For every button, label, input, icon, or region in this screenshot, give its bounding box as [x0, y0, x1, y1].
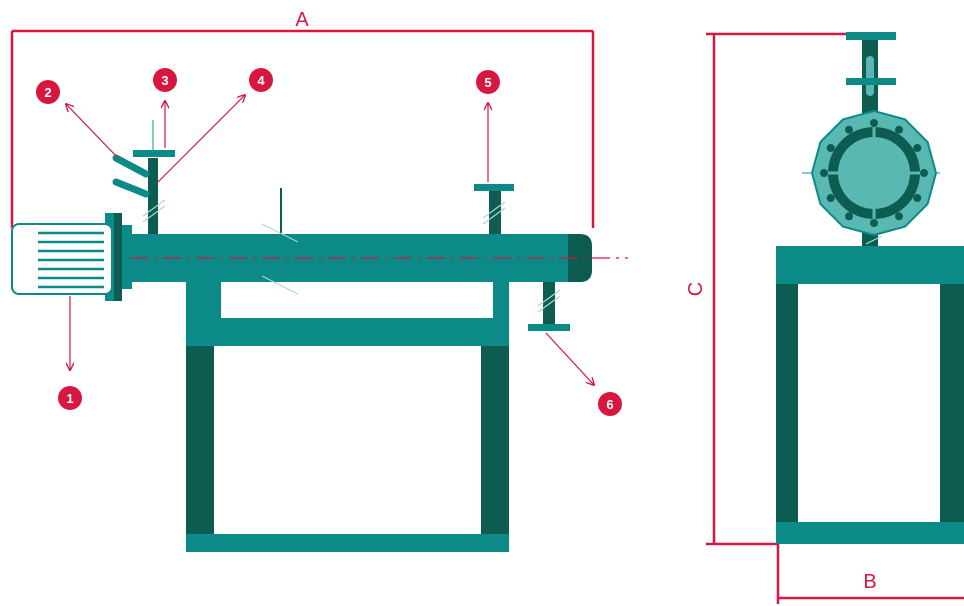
nozzle-inlet — [133, 120, 175, 234]
end-flange — [802, 109, 940, 245]
callout-3: 3 — [153, 68, 177, 148]
dimension-b-label: B — [863, 571, 876, 593]
callout-5: 5 — [476, 70, 500, 182]
sensor-probes — [112, 154, 150, 198]
support-stand — [186, 282, 509, 552]
callout-1: 1 — [58, 296, 82, 410]
callout-2-label: 2 — [44, 85, 51, 100]
callout-3-label: 3 — [161, 73, 168, 88]
callout-4: 4 — [156, 68, 273, 184]
callout-1-label: 1 — [66, 391, 73, 406]
dimension-c-label: C — [685, 282, 707, 296]
dimension-a-label: A — [295, 9, 309, 31]
dimension-a: A — [10, 9, 595, 228]
end-view: C B — [685, 32, 964, 604]
callout-5-label: 5 — [484, 75, 491, 90]
terminal-housing — [11, 223, 113, 295]
callout-2: 2 — [36, 80, 119, 159]
callout-4-label: 4 — [257, 73, 265, 88]
callout-6: 6 — [545, 332, 622, 416]
side-view: A — [10, 9, 628, 552]
nozzle-outlet — [474, 184, 514, 234]
nozzle-drain — [528, 282, 570, 331]
end-stand — [776, 246, 964, 544]
dimension-c: C — [685, 32, 848, 546]
dimension-b: B — [776, 544, 964, 604]
callout-6-label: 6 — [606, 397, 613, 412]
